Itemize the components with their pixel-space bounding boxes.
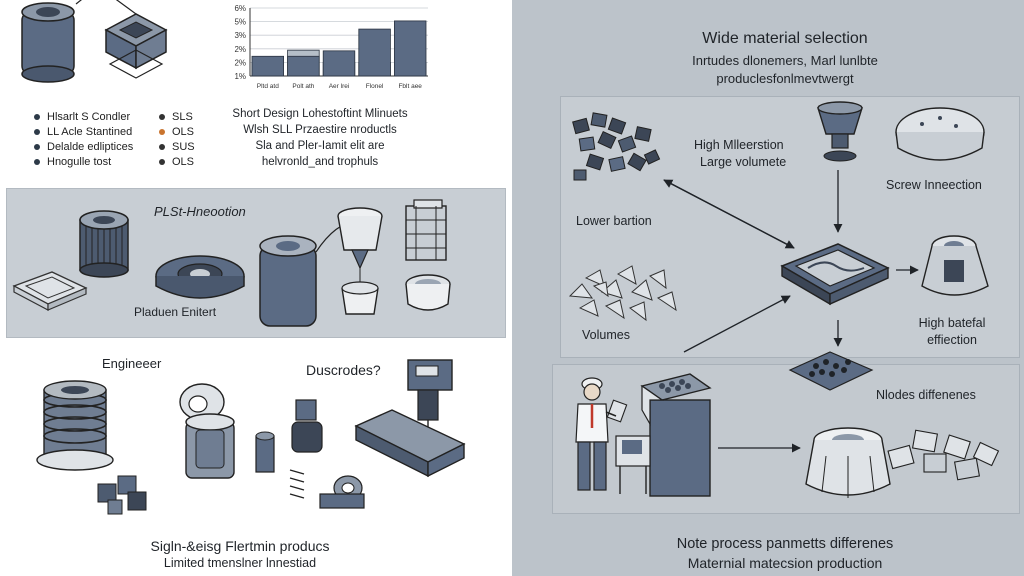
left-bottom-title: Sigln-&eisg Flertmin producs (150, 538, 330, 554)
chart-ytick-label: 6% (234, 4, 246, 13)
legend-item-code: SUS (172, 141, 195, 153)
legend-code-dot-icon (159, 129, 165, 135)
funnel-part-illustration (817, 101, 863, 162)
legend-item: Delalde edliptices SUS (34, 141, 195, 153)
right-title: Wide material selection (702, 30, 868, 47)
legend-dot-icon (34, 129, 40, 135)
ring-bowl-illustration (405, 274, 451, 311)
legend-item-name: Hlsarlt S Condler (47, 111, 131, 123)
press-machine-illustration (354, 359, 466, 478)
cubes-pile-illustration (887, 429, 1000, 481)
notes-label: Nlodes diffenenes (876, 388, 976, 402)
legend-item-code: SLS (172, 111, 193, 123)
chart-ytick-label: 2% (234, 58, 246, 67)
legend-dot-icon (34, 114, 40, 120)
frame-cage-illustration (405, 199, 447, 261)
legend-item: LL Acle Stantined OLS (34, 126, 194, 138)
mold-tray-illustration (780, 243, 890, 306)
bell-part-illustration (921, 235, 989, 296)
engineer-label: Engineeer (102, 356, 162, 371)
chart-ytick-label: 2% (234, 45, 246, 54)
large-cylinder-illustration (259, 221, 357, 327)
screw-label: Screw Inneection (886, 178, 982, 192)
engineer-figure (575, 377, 628, 491)
chart-ytick-label: 5% (234, 18, 246, 27)
right-subtitle-2: produclesfonlmevtwergt (716, 71, 854, 86)
chart-xtick-label: Polt ath (292, 83, 314, 90)
legend-code-dot-icon (159, 159, 165, 165)
chart-ytick-label: 1% (234, 72, 246, 81)
injection-machine-illustration (615, 373, 712, 497)
chart-bar (287, 55, 320, 77)
legend-item-name: Hnogulle tost (47, 156, 112, 168)
high-batch-label-1: High batefal (918, 316, 986, 330)
ring-cylinder-illustration (179, 383, 235, 479)
legend-code-dot-icon (159, 144, 165, 150)
cylinder-part-illustration (21, 0, 82, 83)
chart-xtick-label: Aer lrei (329, 83, 350, 90)
right-bottom-title: Note process panmetts differenes (676, 536, 894, 552)
pellet-pile-illustration (572, 112, 661, 181)
bracket-part-illustration (104, 0, 168, 79)
legend-dot-icon (34, 144, 40, 150)
chart-bar (322, 50, 356, 77)
legend-item-code: OLS (172, 126, 195, 138)
gear-cylinder-illustration (79, 210, 129, 278)
clamp-illustration (319, 475, 365, 509)
right-subtitle-1: Inrtudes dlonemers, Marl lunlbte (692, 53, 878, 68)
right-bottom-subtitle: Maternial matecsion production (687, 555, 883, 571)
shards-pile-illustration (568, 265, 677, 322)
chart-xtick-label: Flonel (366, 83, 384, 90)
legend-item-code: OLS (172, 156, 195, 168)
small-parts-illustration (255, 399, 323, 499)
chart-bar (358, 28, 391, 77)
chart-caption-2: Wlsh SLL Przaestire nroductls (243, 124, 397, 136)
legend-item-name: LL Acle Stantined (47, 126, 133, 138)
chart-bar (251, 55, 285, 77)
legend-item-name: Delalde edliptices (47, 141, 134, 153)
chart-ytick-label: 3% (234, 31, 246, 40)
legend-item: Hlsarlt S Condler SLS (34, 111, 193, 123)
chart-bar (393, 20, 427, 77)
legend-item: Hnogulle tost OLS (34, 156, 194, 168)
lower-batch-label: Lower bartion (576, 214, 652, 228)
chart-caption-4: helvronld_and trophuls (261, 156, 379, 168)
granules-illustration (788, 351, 874, 391)
left-bottom-subtitle: Limited tmenslner lnnestiad (163, 556, 317, 570)
high-volume-label-2: Large volumete (700, 155, 787, 169)
volumes-label: Volumes (582, 328, 630, 342)
washer-disc-illustration (155, 255, 245, 299)
spring-core-illustration (36, 380, 114, 471)
nozzle-cup-illustration (337, 207, 383, 315)
bell-output-illustration (805, 427, 891, 498)
legend-code-dot-icon (159, 114, 165, 120)
band-label: Pladuen Enitert (134, 305, 217, 319)
puzzle-blocks-illustration (97, 475, 147, 515)
screw-disc-illustration (895, 107, 985, 161)
chart-xtick-label: Fblt aee (398, 83, 422, 90)
question-label: Duscrodes? (306, 362, 381, 378)
tray-outline-illustration (12, 271, 88, 311)
high-volume-label-1: High Mlleerstion (694, 138, 784, 152)
band-title: PLSt-Hneootion (154, 204, 246, 219)
legend-dot-icon (34, 159, 40, 165)
bar-chart: 6% 5% 3% 2% 2% 1% Pltd atd Polt ath Aer lrei Flon… (234, 4, 428, 90)
high-batch-label-2: effiection (927, 333, 977, 347)
chart-caption-3: Sla and Pler-Iamit elit are (255, 140, 385, 152)
chart-caption-1: Short Design Lohestoftint Mlinuets (232, 108, 408, 120)
chart-xtick-label: Pltd atd (257, 83, 279, 90)
